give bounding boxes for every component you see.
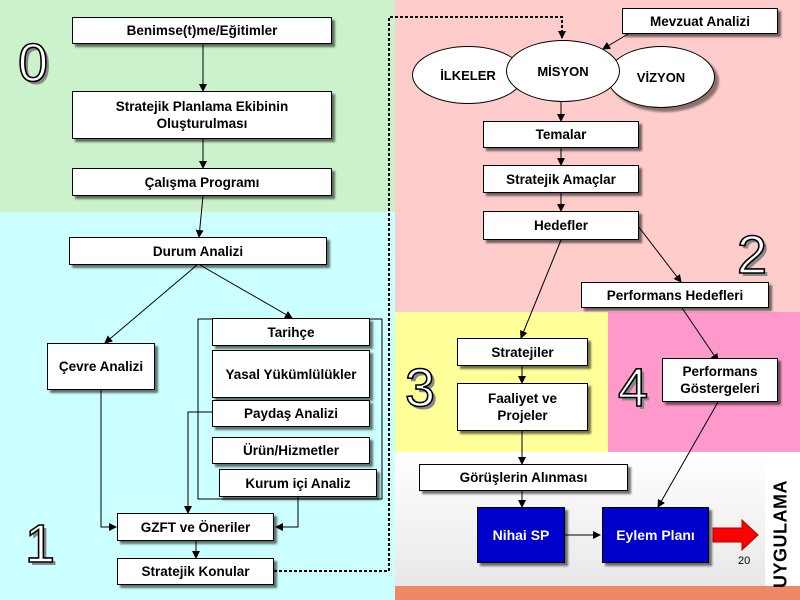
node-calisma: Çalışma Programı: [72, 168, 332, 196]
arrow-durum-kurum: [199, 264, 293, 319]
node-gzft: GZFT ve Öneriler: [117, 513, 274, 541]
red-arrow-icon: [712, 518, 759, 552]
arrow-paydas-gzft: [184, 411, 212, 514]
phase-number-4: 4: [617, 358, 649, 418]
node-temalar: Temalar: [483, 121, 639, 148]
node-mevzuat: Mevzuat Analizi: [622, 8, 778, 34]
node-kurum: Kurum içi Analiz: [219, 469, 377, 497]
arrow-perf-gost-eylem: [657, 401, 719, 508]
arrow-kurum-gzft: [275, 497, 299, 531]
phase-number-1: 1: [24, 514, 56, 574]
node-perf-gost: Performans Göstergeleri: [662, 358, 778, 402]
arrow-cevre-gzft: [100, 390, 117, 531]
node-gorus: Görüşlerin Alınması: [419, 464, 628, 491]
arrow-mevzuat-misyon: [602, 33, 629, 50]
node-ilkeler: İLKELER: [412, 46, 524, 104]
node-tarihce: Tarihçe: [212, 318, 370, 346]
node-misyon: MİSYON: [506, 40, 620, 102]
node-faaliyet: Faaliyet ve Projeler: [457, 383, 588, 431]
node-stratejiler: Stratejiler: [457, 338, 588, 366]
node-hedefler: Hedefler: [483, 211, 639, 240]
node-perf-hedef: Performans Hedefleri: [581, 282, 769, 308]
phase-number-0: 0: [17, 33, 49, 93]
arrow-hedefler-perf-hedef: [637, 225, 682, 283]
node-eylem: Eylem Planı: [602, 507, 709, 563]
node-urun: Ürün/Hizmetler: [212, 437, 370, 464]
phase-number-3: 3: [404, 358, 436, 418]
node-cevre: Çevre Analizi: [47, 343, 155, 390]
node-nihai: Nihai SP: [477, 507, 565, 563]
page-number: 20: [738, 555, 751, 567]
phase-number-2: 2: [736, 225, 768, 285]
arrow-calisma-durum: [195, 195, 204, 238]
arrow-perf-hedef-perf-gost: [681, 307, 719, 362]
node-paydas: Paydaş Analizi: [212, 400, 370, 427]
node-durum: Durum Analizi: [69, 237, 327, 265]
arrow-durum-cevre: [104, 264, 198, 344]
node-ekip: Stratejik Planlama Ekibinin Oluşturulmas…: [72, 91, 332, 139]
node-amaclar: Stratejik Amaçlar: [483, 165, 639, 193]
node-vizyon: VİZYON: [607, 46, 715, 108]
uygulama-label: UYGULAMA: [770, 480, 791, 588]
link-konular-misyon: [274, 16, 566, 572]
implementation-strip: [395, 586, 800, 600]
node-yasal: Yasal Yükümlülükler: [212, 350, 370, 398]
arrow-hedefler-stratejiler: [519, 239, 562, 339]
node-benimseme: Benimse(t)me/Eğitimler: [72, 17, 332, 44]
node-konular: Stratejik Konular: [117, 558, 274, 585]
